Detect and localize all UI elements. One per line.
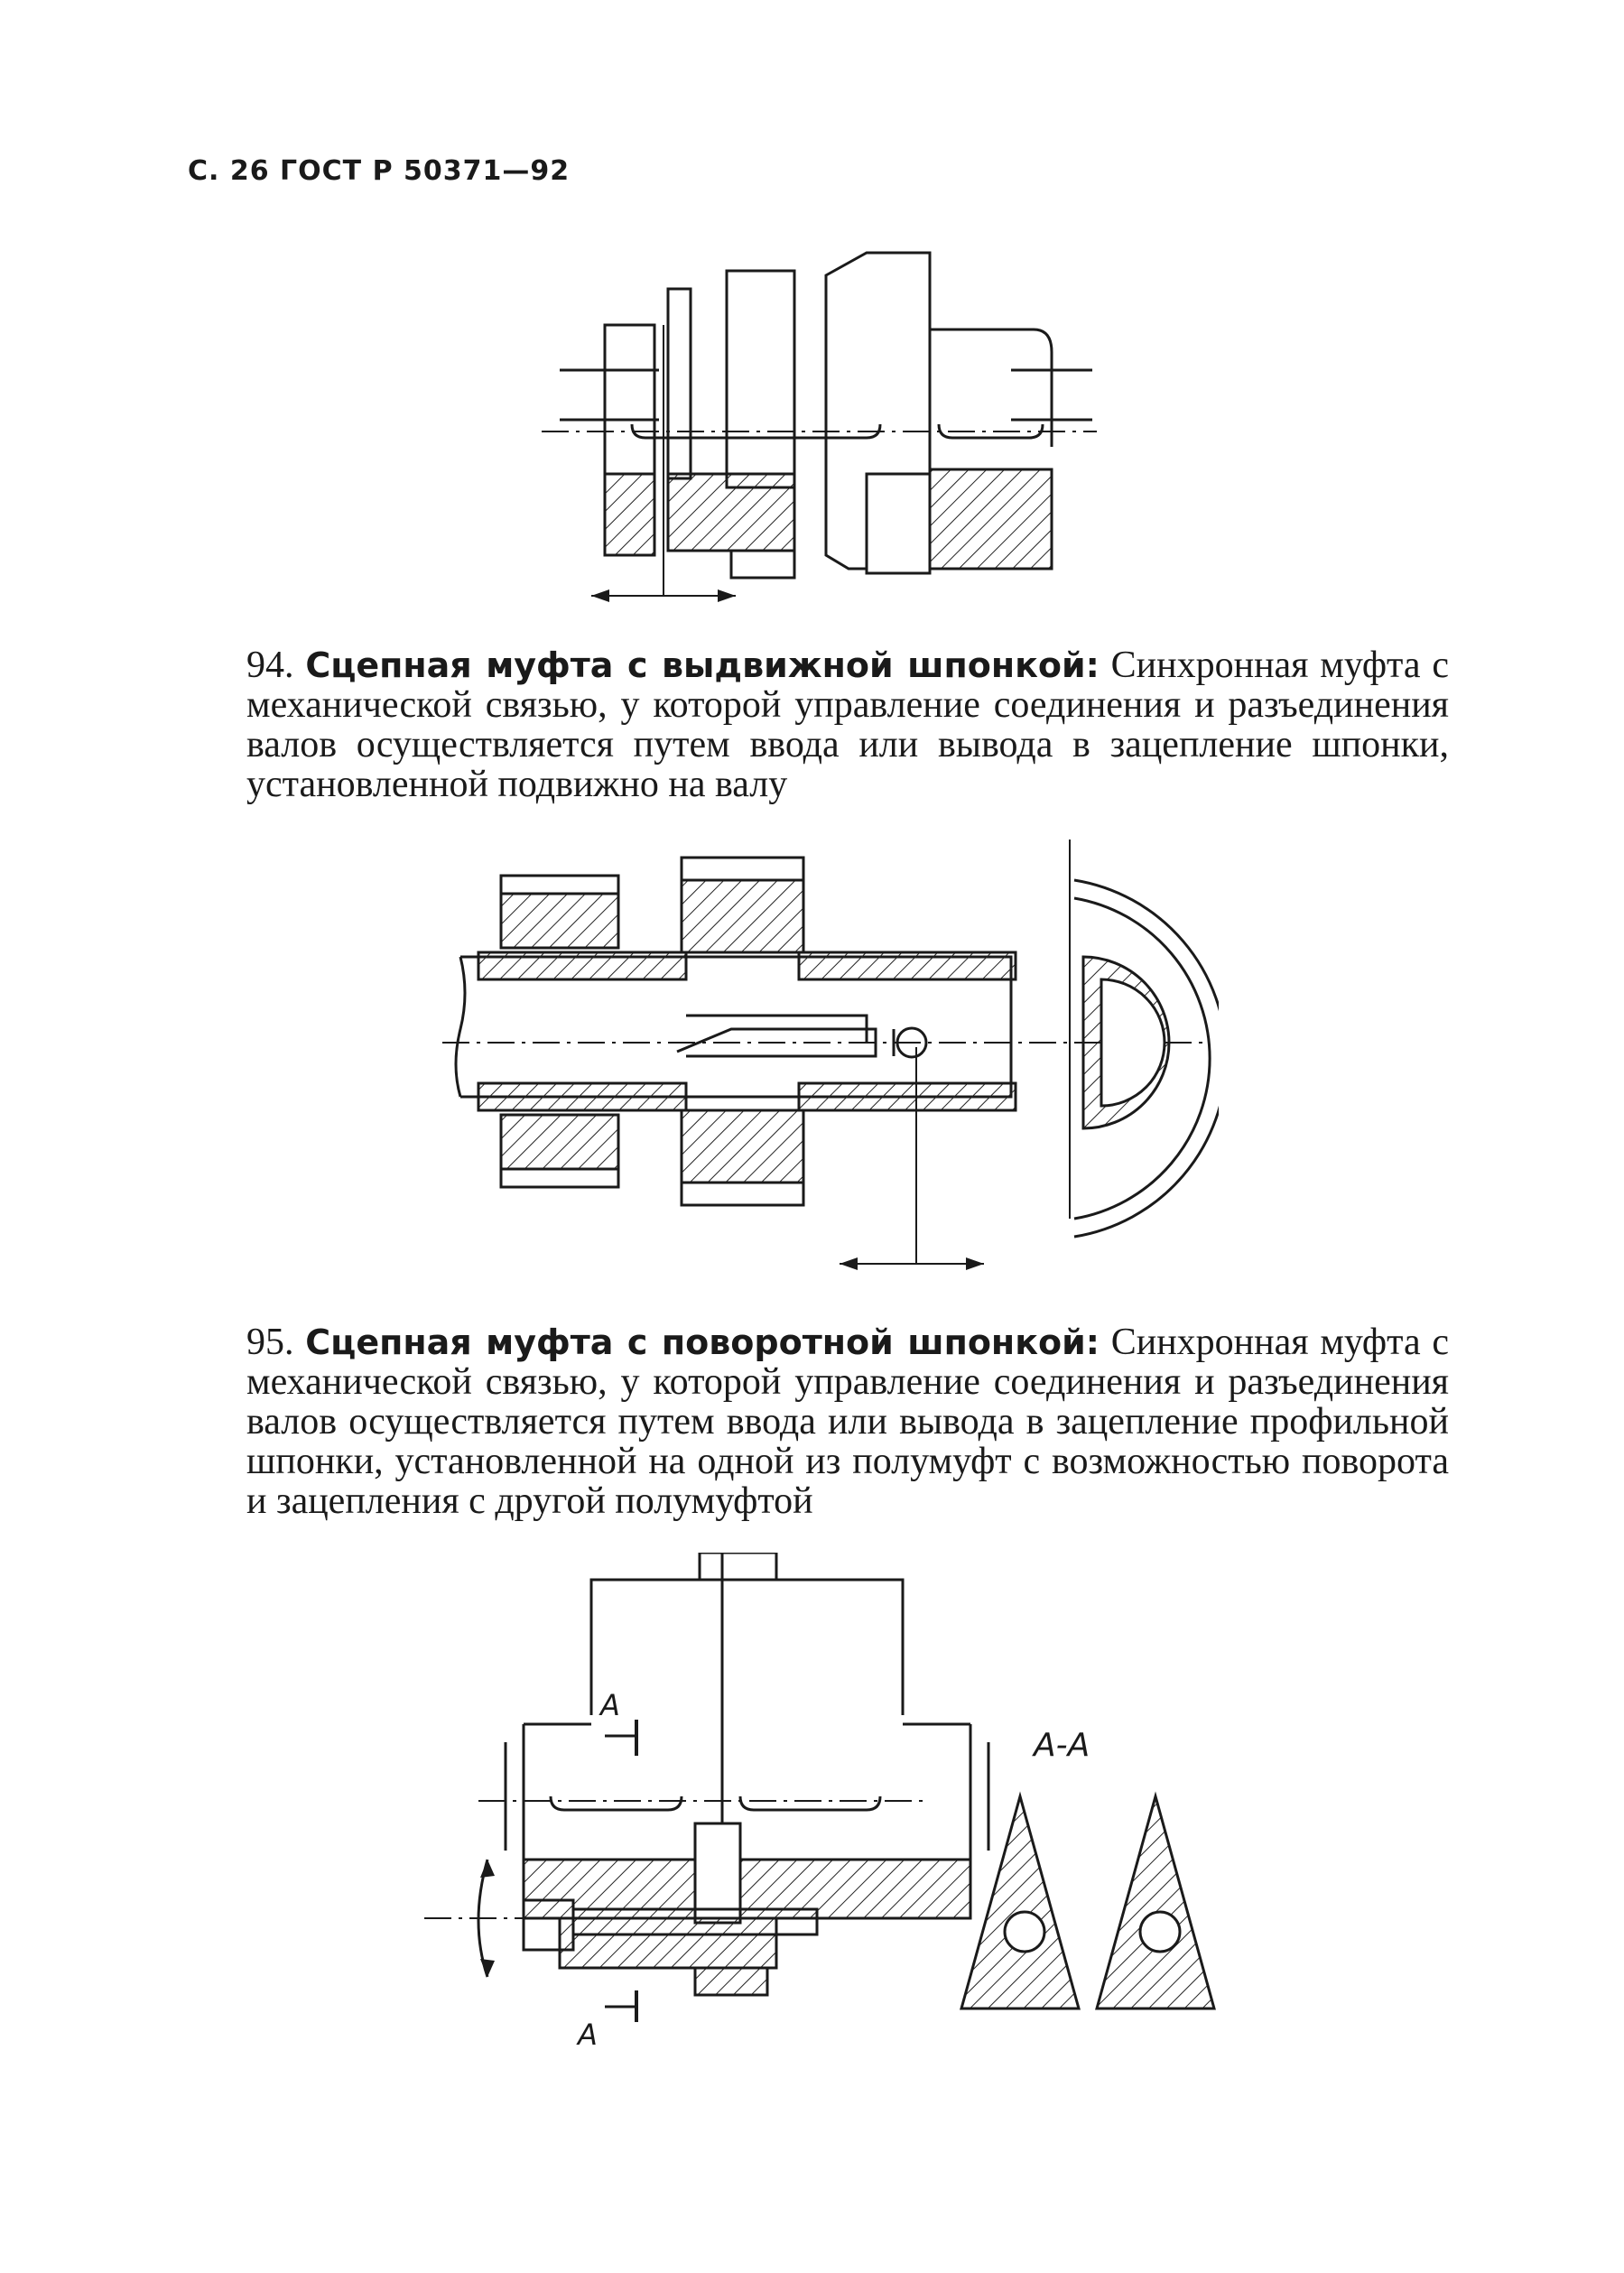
term-number: 94. <box>246 645 294 686</box>
section-label-bottom: А <box>576 2018 598 2052</box>
section-label-top: А <box>599 1688 620 1722</box>
term-94: 94. Сцепная муфта с выдвижной шпонкой: С… <box>185 645 1449 804</box>
term-number: 95. <box>246 1322 294 1363</box>
term-95: 95. Сцепная муфта с поворотной шпонкой: … <box>185 1322 1449 1521</box>
term-name: Сцепная муфта с выдвижной шпонкой: <box>305 645 1100 685</box>
term-definition: Синхронная муфта с механической связью, … <box>246 645 1450 805</box>
figure-coupling-middle <box>442 840 1219 1300</box>
term-name: Сцепная муфта с поворотной шпонкой: <box>305 1322 1100 1362</box>
section-title: А-А <box>1032 1727 1090 1764</box>
figure-coupling-top <box>542 235 1101 623</box>
page-header: С. 26 ГОСТ Р 50371—92 <box>188 155 571 187</box>
term-definition: Синхронная муфта с механической связью, … <box>246 1322 1450 1522</box>
figure-coupling-bottom: А А А-А <box>424 1553 1237 2094</box>
